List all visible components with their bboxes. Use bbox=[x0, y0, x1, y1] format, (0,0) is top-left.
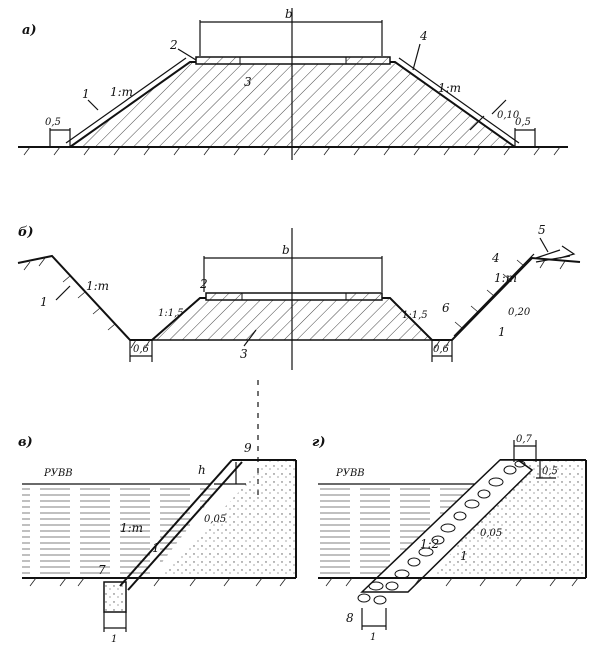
panel-c-dim-toe bbox=[103, 612, 127, 632]
panel-b-dim-left-base bbox=[129, 340, 153, 362]
panel-b-slope-inner-right: 1:1,5 bbox=[402, 310, 428, 321]
panel-b-slope-inner-left: 1:1,5 bbox=[158, 308, 184, 319]
panel-d-callout-8: 8 bbox=[346, 611, 354, 625]
panel-a-shoulder-right bbox=[345, 56, 391, 65]
panel-a-dim-right-base bbox=[514, 128, 536, 147]
panel-d-thickness-label: 0,05 bbox=[480, 528, 502, 539]
panel-d-bottom-hatch bbox=[325, 577, 579, 587]
panel-b-thickness-label: 0,20 bbox=[508, 307, 531, 318]
panel-d-dim-top-w-label: 0,7 bbox=[516, 434, 533, 445]
panel-b-slope-outer-left: 1:m bbox=[86, 279, 109, 293]
panel-a-dim-left-base-label: 0,5 bbox=[45, 117, 61, 128]
panel-a-slope-right: 1:m bbox=[438, 81, 461, 95]
panel-a-slope-left: 1:m bbox=[110, 85, 133, 99]
panel-a-dim-right-base-label: 0,5 bbox=[515, 117, 531, 128]
panel-b-dim-right-base bbox=[431, 340, 453, 362]
panel-b-slope-outer-right: 1:m bbox=[494, 271, 517, 285]
panel-c-water bbox=[22, 484, 222, 578]
panel-a-letter: а) bbox=[22, 23, 37, 38]
panel-d-dim-toe-label: 1 bbox=[370, 632, 376, 643]
panel-a-thickness-label: 0,10 bbox=[497, 110, 520, 121]
panel-a-dim-b-label: b bbox=[285, 7, 293, 21]
panel-c-slope-label: 1:m bbox=[120, 521, 143, 535]
panel-d-dim-toe bbox=[361, 608, 387, 630]
panel-b-cut: б) b 0,6 0,6 1:m 1:1,5 1:1,5 1:m 0,20 1 bbox=[17, 223, 581, 370]
panel-c-callout-1: 1 bbox=[152, 541, 160, 555]
panel-a-callout-4: 4 bbox=[419, 29, 428, 43]
panel-a-leader-1 bbox=[87, 99, 99, 111]
panel-c-slope-lining: в) РУВВ 1 h 1:m 0,05 7 1 9 bbox=[18, 380, 297, 645]
panel-a-ground-hatch bbox=[23, 146, 561, 156]
panel-d-soil bbox=[430, 460, 586, 578]
panel-d-callout-1: 1 bbox=[460, 549, 468, 563]
panel-b-callout-2: 2 bbox=[199, 277, 208, 291]
panel-d-dim-top-h bbox=[536, 459, 556, 479]
panel-c-bottom-hatch bbox=[29, 577, 287, 587]
panel-c-callout-9: 9 bbox=[244, 441, 252, 455]
panel-a-dim-b bbox=[199, 20, 383, 56]
panel-b-callout-6: 6 bbox=[442, 301, 450, 315]
panel-c-dim-h-label: h bbox=[198, 463, 206, 477]
panel-d-water-label: РУВВ bbox=[335, 468, 365, 479]
panel-b-dim-right-base-label: 0,6 bbox=[433, 344, 450, 355]
panel-d-riprap: г) РУВВ bbox=[312, 434, 587, 643]
panel-b-dim-b bbox=[203, 256, 383, 292]
panel-c-dim-toe-label: 1 bbox=[111, 634, 117, 645]
panel-b-letter: б) bbox=[18, 225, 34, 240]
panel-c-thickness-label: 0,05 bbox=[204, 514, 226, 525]
panel-c-dim-h bbox=[214, 462, 246, 485]
panel-b-dim-left-base-label: 0,6 bbox=[133, 344, 150, 355]
panel-c-water-label: РУВВ bbox=[43, 468, 73, 479]
panel-b-leader-1-left bbox=[55, 285, 71, 301]
panel-b-shoulder-left bbox=[205, 292, 243, 301]
panel-b-callout-1-right: 1 bbox=[498, 325, 506, 339]
panel-a-left-cover bbox=[65, 57, 187, 144]
panel-b-callout-3: 3 bbox=[240, 347, 248, 361]
panel-b-arrow-5 bbox=[535, 245, 576, 263]
panel-b-callout-5: 5 bbox=[538, 223, 546, 237]
panel-b-leader-3 bbox=[243, 329, 257, 347]
panel-b-ground-hatch bbox=[23, 257, 566, 349]
panel-b-right-cover bbox=[453, 253, 535, 337]
panel-a-right-cover bbox=[398, 57, 520, 144]
panel-c-letter: в) bbox=[18, 435, 33, 450]
panel-d-dim-top-h-label: 0,5 bbox=[542, 466, 558, 477]
panel-a-callout-1: 1 bbox=[82, 87, 90, 101]
panel-b-leader-5 bbox=[539, 237, 549, 253]
panel-a-leader-4 bbox=[412, 43, 421, 71]
panel-c-toe bbox=[103, 581, 127, 613]
panel-a-callout-2: 2 bbox=[169, 38, 178, 52]
panel-c-lining-ticks bbox=[199, 471, 223, 497]
panel-c-soil bbox=[160, 460, 296, 578]
panel-a-dim-left-base bbox=[49, 128, 71, 147]
panel-d-slope-label: 1:2 bbox=[420, 537, 439, 551]
panel-b-callout-1-left: 1 bbox=[40, 295, 48, 309]
panel-b-dim-b-label: b bbox=[282, 243, 290, 257]
panel-a-shoulder-left bbox=[195, 56, 241, 65]
panel-d-stones bbox=[357, 460, 526, 605]
panel-c-callout-7: 7 bbox=[98, 563, 106, 577]
panel-c-slope-inner bbox=[127, 461, 243, 591]
panel-a-callout-3: 3 bbox=[244, 75, 252, 89]
panel-d-letter: г) bbox=[312, 435, 325, 450]
panel-b-shoulder-right bbox=[345, 292, 383, 301]
panel-b-callout-4: 4 bbox=[491, 251, 500, 265]
panel-d-dim-top-w bbox=[513, 440, 537, 462]
panel-a-embankment: а) b 0,5 0,5 1:m 1:m 0,10 1 2 bbox=[18, 7, 568, 160]
panel-a-thickness-arrow bbox=[469, 99, 507, 131]
panel-a-leader-2 bbox=[177, 48, 197, 61]
